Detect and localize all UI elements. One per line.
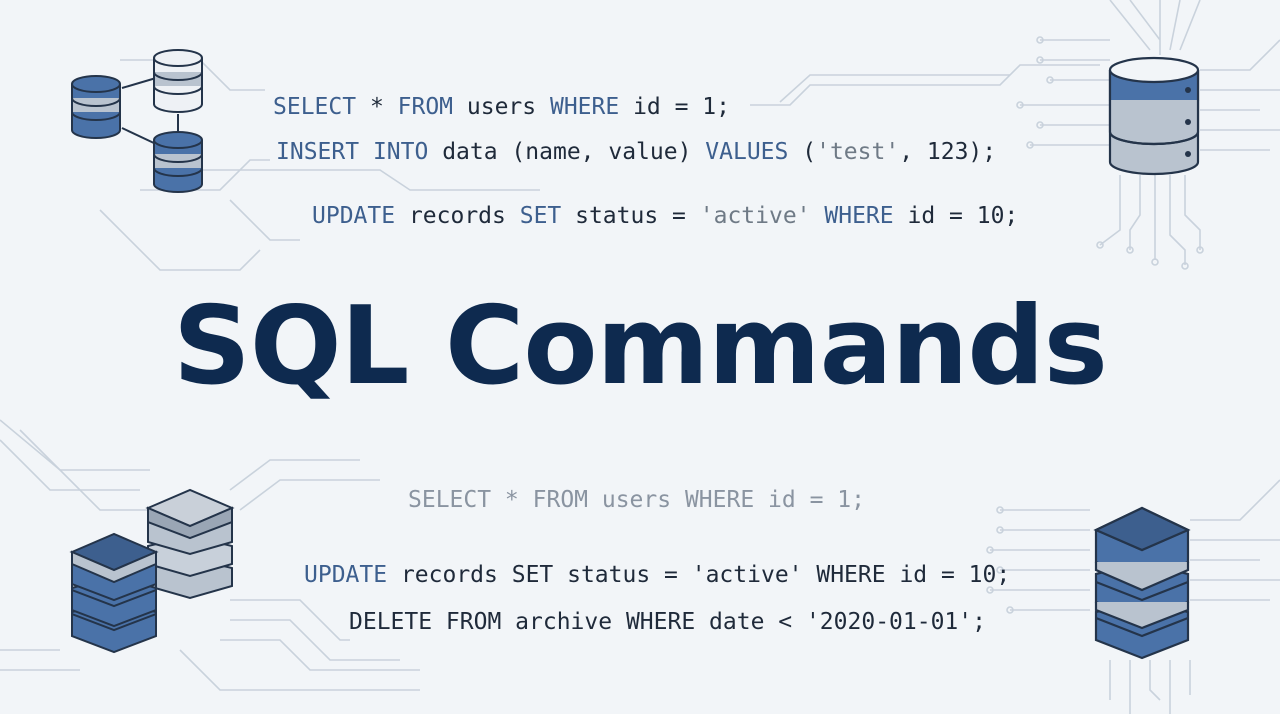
database-stack-icon <box>69 488 235 654</box>
database-network-icon <box>71 49 203 193</box>
page-title: SQL Commands <box>173 284 1108 409</box>
sql-line-delete: DELETE FROM archive WHERE date < '2020-0… <box>349 609 986 635</box>
gray-stack <box>145 488 235 600</box>
db-cylinder-left <box>71 75 121 139</box>
db-cylinder-bottom <box>153 131 203 193</box>
blue-stack <box>69 532 159 654</box>
sql-line-update-bottom: UPDATE records SET status = 'active' WHE… <box>304 562 1011 588</box>
sql-line-select-faded: SELECT * FROM users WHERE id = 1; <box>408 487 865 513</box>
sql-line-update: UPDATE records SET status = 'active' WHE… <box>312 203 1019 229</box>
database-server-icon <box>1108 56 1200 176</box>
db-cylinder-top <box>153 49 203 113</box>
sql-line-insert: INSERT INTO data (name, value) VALUES ('… <box>276 139 997 165</box>
database-stack-icon <box>1093 506 1191 660</box>
sql-line-select: SELECT * FROM users WHERE id = 1; <box>273 94 730 120</box>
